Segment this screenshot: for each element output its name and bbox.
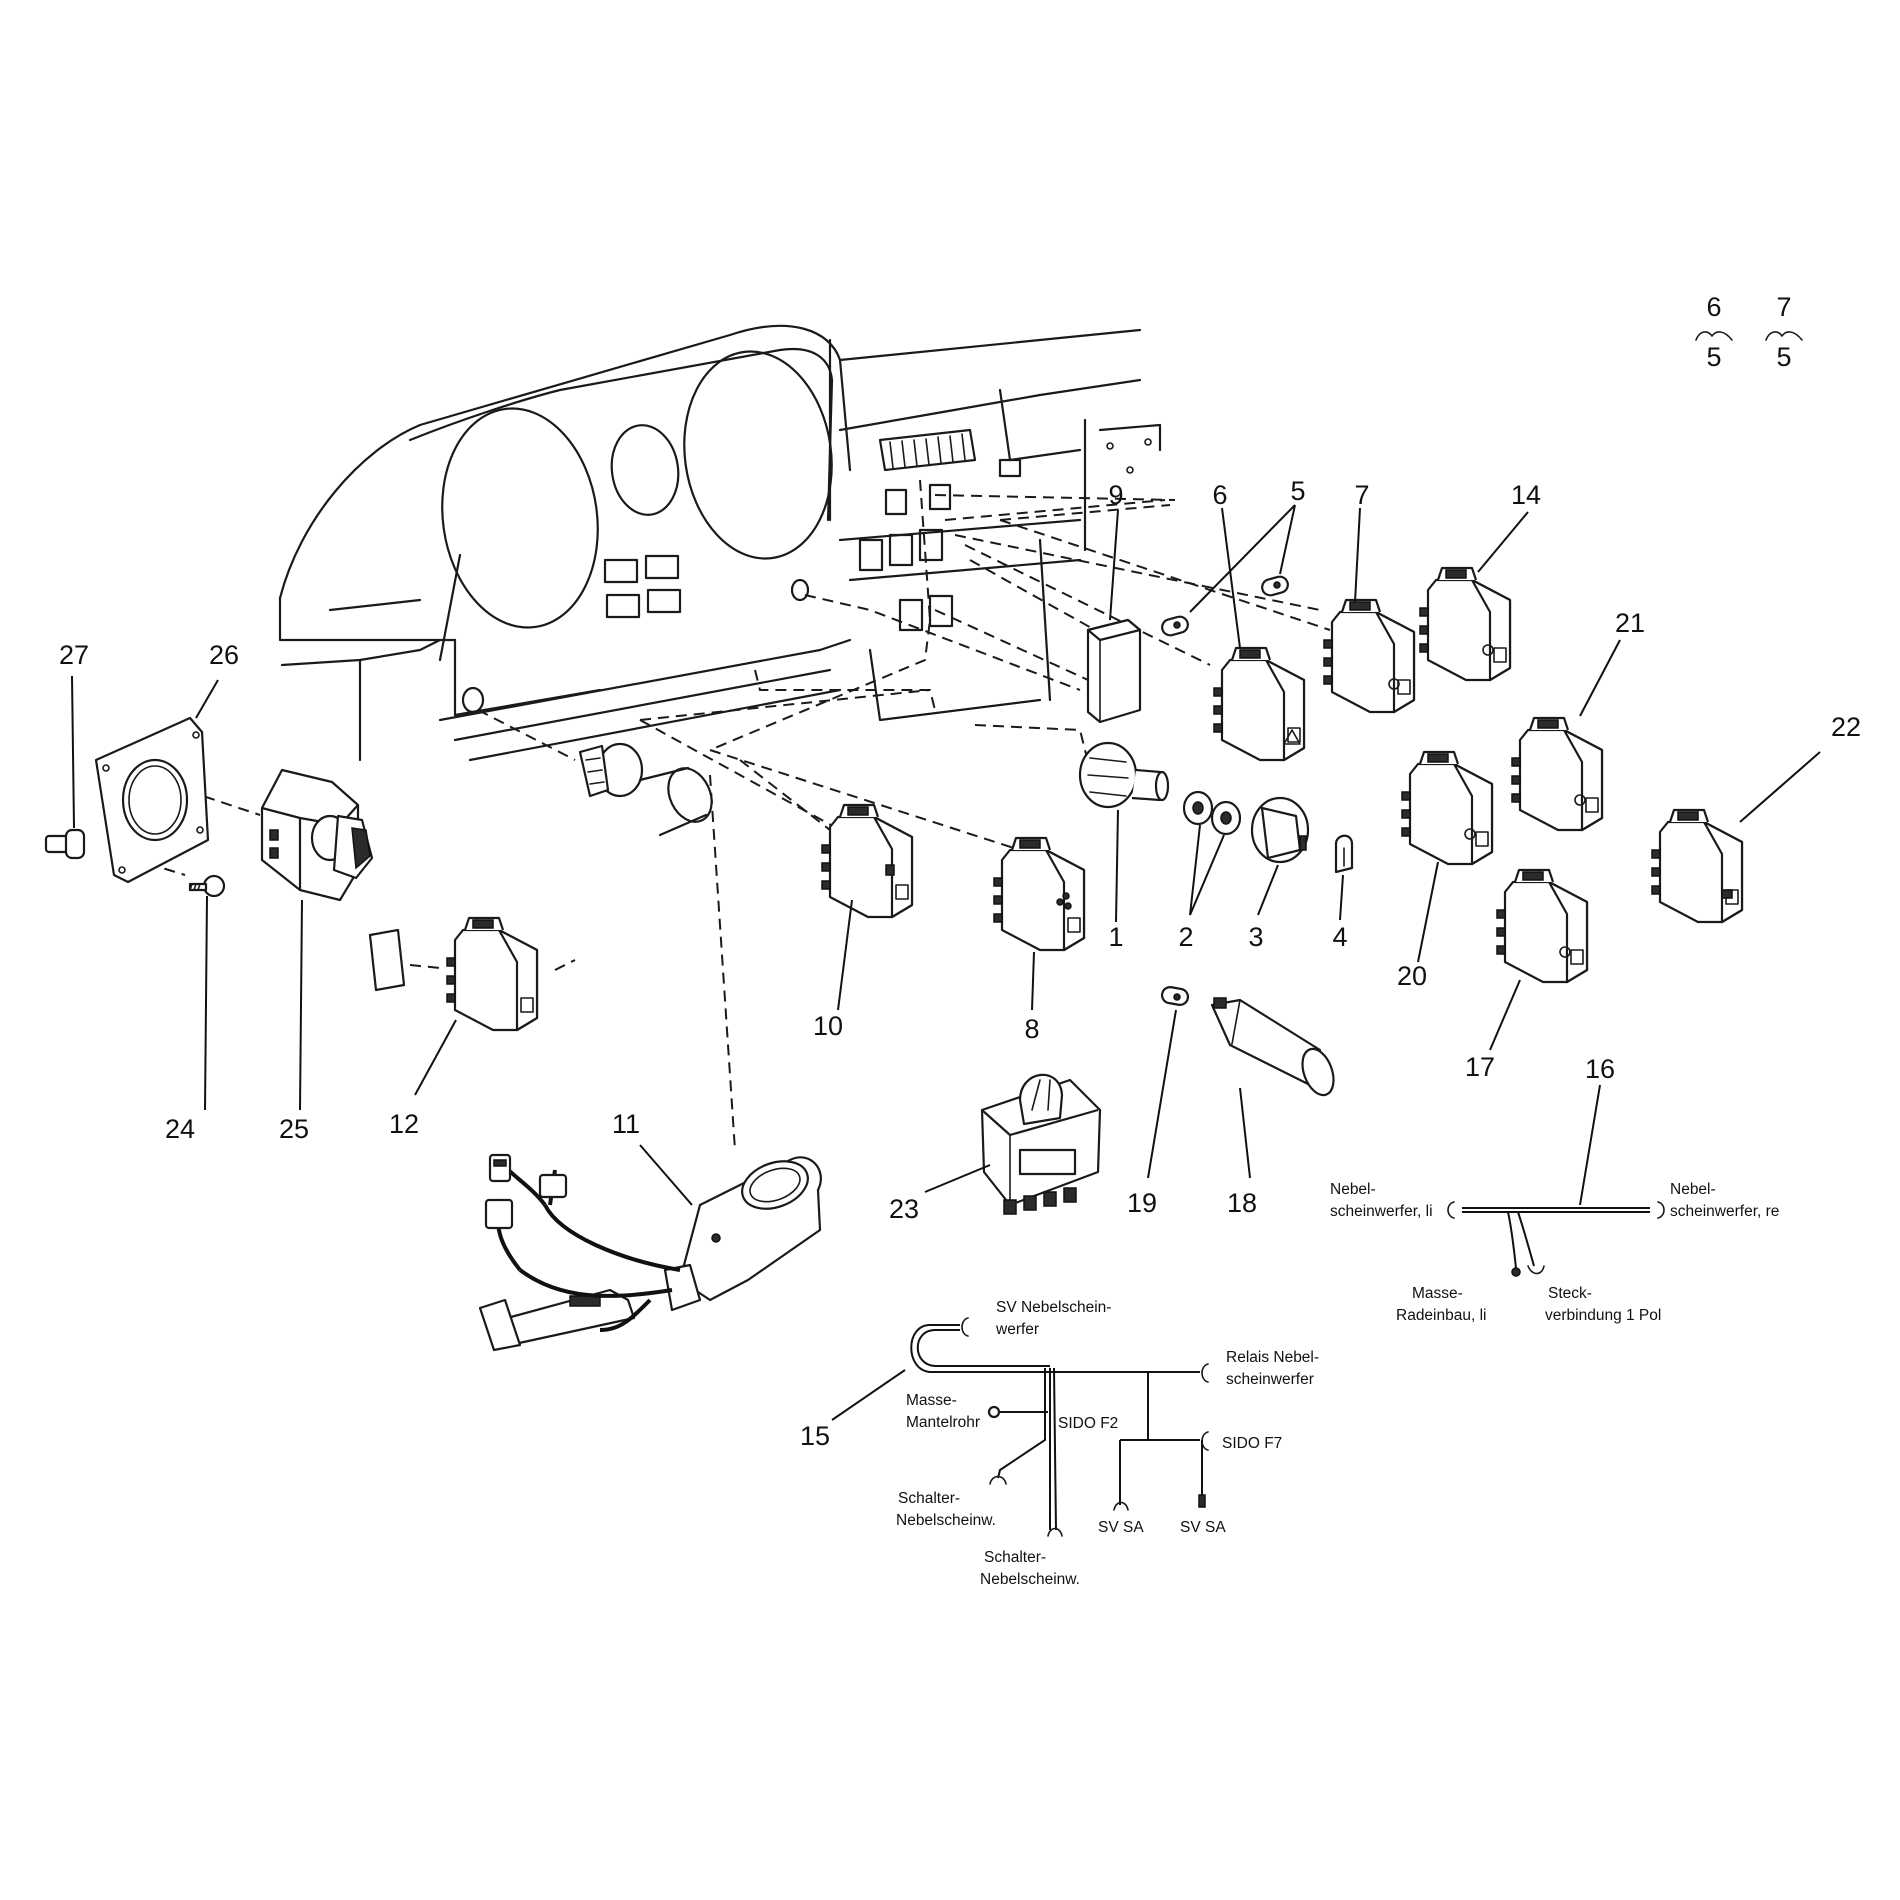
h16-left-l2: scheinwerfer, li	[1330, 1203, 1433, 1220]
part-23-mirror-switch[interactable]	[980, 1073, 1102, 1215]
h15-relais-l1: Relais Nebel-	[1226, 1349, 1319, 1366]
part-25-light-switch[interactable]	[260, 768, 374, 902]
part-22-rocker-switch[interactable]	[1650, 808, 1744, 924]
h15-sv-sa-1: SV SA	[1098, 1519, 1144, 1536]
h15-schalter-b-l2: Nebelscheinw.	[980, 1571, 1080, 1588]
h16-right-l2: scheinwerfer, re	[1670, 1203, 1779, 1220]
part-21-rocker-switch[interactable]	[1510, 716, 1604, 832]
legend-bottom-a: 5	[1706, 342, 1721, 372]
h16-ground-l1: Masse-	[1412, 1285, 1463, 1302]
part-24-screw[interactable]	[188, 874, 226, 898]
h15-relais-l2: scheinwerfer	[1226, 1371, 1314, 1388]
callouts: 27 26 24 25 12 11 10 8 9 6 5 7 14 21 22 …	[59, 476, 1861, 1451]
part-6-hazard-switch[interactable]	[1212, 646, 1306, 762]
harness-15	[910, 1317, 1209, 1537]
callout-20: 20	[1397, 961, 1427, 991]
bulb-socket[interactable]	[578, 742, 644, 798]
h15-sido-f7: SIDO F7	[1222, 1435, 1282, 1452]
h16-plug-l2: verbindung 1 Pol	[1545, 1307, 1661, 1324]
part-19-bulb[interactable]	[1160, 986, 1190, 1006]
part-4-clip[interactable]	[1334, 834, 1354, 874]
part-7-rocker-switch[interactable]	[1322, 598, 1416, 714]
part-8-rocker-switch[interactable]	[992, 836, 1086, 952]
harness-16-labels: Nebel- scheinwerfer, li Nebel- scheinwer…	[1330, 1181, 1779, 1324]
legend-top-b: 7	[1776, 292, 1791, 322]
h15-sv-l2: werfer	[995, 1321, 1039, 1338]
part-18-lighter[interactable]	[1210, 997, 1339, 1099]
part-1-rotary-switch[interactable]	[1078, 741, 1170, 809]
callout-14: 14	[1511, 480, 1541, 510]
callout-1: 1	[1108, 922, 1123, 952]
h15-schalter-b-l1: Schalter-	[984, 1549, 1046, 1566]
callout-3: 3	[1248, 922, 1263, 952]
callout-19: 19	[1127, 1188, 1157, 1218]
h15-masse-l2: Mantelrohr	[906, 1414, 980, 1431]
callout-18: 18	[1227, 1188, 1257, 1218]
h15-schalter-a-l2: Nebelscheinw.	[896, 1512, 996, 1529]
part-20-rocker-switch[interactable]	[1400, 750, 1494, 866]
part-2-washers[interactable]	[1182, 790, 1242, 836]
part-12-rocker-switch[interactable]	[368, 916, 539, 1032]
callout-23: 23	[889, 1194, 919, 1224]
dashboard-shell	[278, 324, 1162, 762]
callout-9: 9	[1108, 480, 1123, 510]
part-5-bulb-b[interactable]	[1260, 575, 1289, 597]
legend-top-a: 6	[1706, 292, 1721, 322]
h16-left-l1: Nebel-	[1330, 1181, 1376, 1198]
callout-6: 6	[1212, 480, 1227, 510]
h15-schalter-a-l1: Schalter-	[898, 1490, 960, 1507]
assembly-lines	[129, 479, 1331, 1151]
steering-column-tube	[638, 766, 713, 837]
callout-7: 7	[1354, 480, 1369, 510]
h15-sido-f2: SIDO F2	[1058, 1415, 1118, 1432]
callout-26: 26	[209, 640, 239, 670]
part-3-knob[interactable]	[1250, 796, 1310, 864]
callout-11: 11	[612, 1109, 640, 1139]
harness-15-labels: SV Nebelschein- werfer Relais Nebel- sch…	[896, 1299, 1319, 1588]
callout-15: 15	[800, 1421, 830, 1451]
callout-8: 8	[1024, 1014, 1039, 1044]
h15-masse-l1: Masse-	[906, 1392, 957, 1409]
callout-10: 10	[813, 1011, 843, 1041]
callout-27: 27	[59, 640, 89, 670]
callout-12: 12	[389, 1109, 419, 1139]
callout-4: 4	[1332, 922, 1347, 952]
h16-plug-l1: Steck-	[1548, 1285, 1592, 1302]
part-27-bolt[interactable]	[44, 828, 86, 860]
part-14-rocker-switch[interactable]	[1418, 566, 1512, 682]
legend: 6 5 7 5	[1695, 292, 1803, 372]
callout-16: 16	[1585, 1054, 1615, 1084]
part-10-rocker-switch[interactable]	[820, 803, 914, 919]
part-26-bezel-plate[interactable]	[94, 716, 210, 884]
harness-16	[1447, 1201, 1665, 1277]
part-5-bulb-a[interactable]	[1160, 615, 1189, 637]
callout-2: 2	[1178, 922, 1193, 952]
callout-24: 24	[165, 1114, 195, 1144]
part-9-blank-cover[interactable]	[1086, 618, 1142, 724]
part-11-stalk-switch[interactable]	[478, 1153, 822, 1352]
callout-25: 25	[279, 1114, 309, 1144]
h16-ground-l2: Radeinbau, li	[1396, 1307, 1486, 1324]
callout-5: 5	[1290, 476, 1305, 506]
legend-bottom-b: 5	[1776, 342, 1791, 372]
h15-sv-l1: SV Nebelschein-	[996, 1299, 1111, 1316]
leader-lines	[71, 504, 1821, 1421]
h16-right-l1: Nebel-	[1670, 1181, 1716, 1198]
h15-sv-sa-2: SV SA	[1180, 1519, 1226, 1536]
callout-17: 17	[1465, 1052, 1495, 1082]
callout-21: 21	[1615, 608, 1645, 638]
callout-22: 22	[1831, 712, 1861, 742]
part-17-rocker-switch[interactable]	[1495, 868, 1589, 984]
